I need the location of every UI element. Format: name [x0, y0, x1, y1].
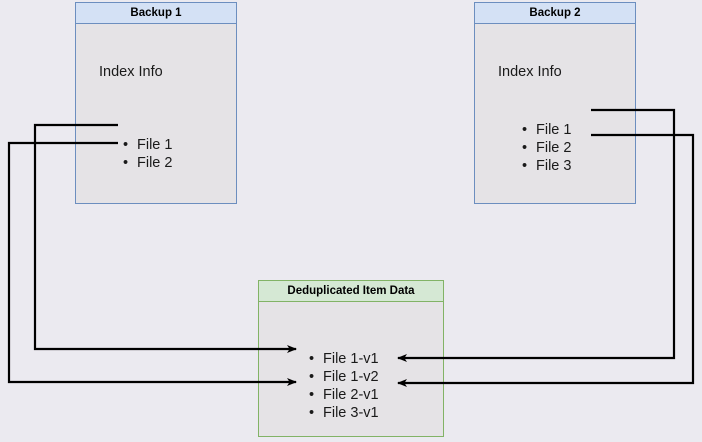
node-backup-2[interactable]: Backup 2 Index Info File 1 File 2 File 3 — [474, 2, 636, 204]
list-item: File 1 — [121, 136, 172, 154]
node-dedup-header: Deduplicated Item Data — [259, 281, 443, 302]
dedup-file-list: File 1-v1 File 1-v2 File 2-v1 File 3-v1 — [307, 350, 379, 422]
backup-1-index-info-label: Index Info — [99, 64, 163, 80]
node-backup-2-header: Backup 2 — [475, 3, 635, 24]
list-item: File 2 — [121, 154, 172, 172]
list-item: File 2-v1 — [307, 386, 379, 404]
backup-1-file-list: File 1 File 2 — [121, 136, 172, 172]
list-item: File 1-v1 — [307, 350, 379, 368]
list-item: File 1-v2 — [307, 368, 379, 386]
node-deduplicated-item-data[interactable]: Deduplicated Item Data File 1-v1 File 1-… — [258, 280, 444, 437]
node-backup-1[interactable]: Backup 1 Index Info File 1 File 2 — [75, 2, 237, 204]
node-backup-1-body: Index Info File 1 File 2 — [76, 24, 236, 203]
list-item: File 3 — [520, 157, 571, 175]
list-item: File 3-v1 — [307, 404, 379, 422]
backup-2-file-list: File 1 File 2 File 3 — [520, 121, 571, 175]
node-dedup-body: File 1-v1 File 1-v2 File 2-v1 File 3-v1 — [259, 302, 443, 436]
list-item: File 2 — [520, 139, 571, 157]
node-backup-1-header: Backup 1 — [76, 3, 236, 24]
list-item: File 1 — [520, 121, 571, 139]
node-backup-2-body: Index Info File 1 File 2 File 3 — [475, 24, 635, 203]
backup-2-index-info-label: Index Info — [498, 64, 562, 80]
